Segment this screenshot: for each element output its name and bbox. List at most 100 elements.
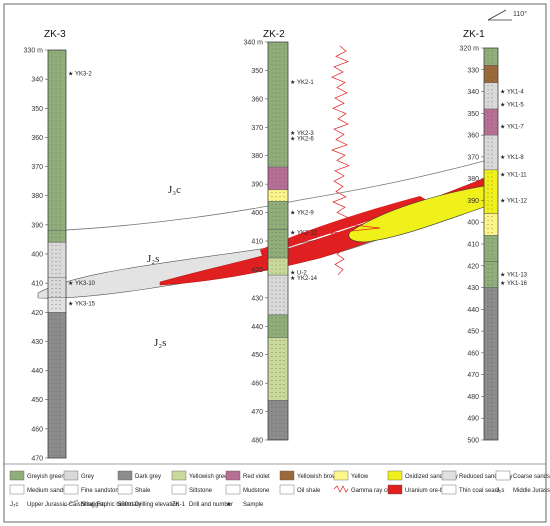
legend-label-yellowish-green: Yellowish green: [189, 474, 231, 480]
sample-star: ★: [290, 269, 295, 276]
sample-label: YK1-16: [507, 281, 528, 287]
legend-swatch-greyish-green: [9, 470, 25, 481]
sample-label: YK1-7: [507, 124, 524, 130]
legend-swatch-medium: [9, 484, 25, 495]
legend-symbol-drill: ZK-1: [172, 502, 186, 508]
sample-label: YK2-14: [297, 276, 318, 282]
legend-swatch-oxidized: [387, 470, 403, 481]
depth-label: 470: [251, 409, 263, 416]
sample-label: YK1-12: [507, 198, 528, 204]
legend-label-yellowish-brown: Yellowish brown: [297, 474, 340, 480]
depth-label: 430: [467, 285, 479, 292]
legend-swatch-oil-shale: [279, 484, 295, 495]
sample-star: ★: [290, 130, 295, 137]
sample-star: ★: [290, 136, 295, 143]
depth-label: 490: [467, 416, 479, 423]
legend-swatch-grey: [63, 470, 79, 481]
depth-label: 420: [31, 310, 43, 317]
borehole-zk1: 320 m33034035036037038039040041042043044…: [460, 46, 528, 445]
sample-label: YK2-3: [297, 131, 314, 137]
borehole-zk3: 330 m34035036037038039040041042043044045…: [24, 48, 96, 463]
legend-label-elev: Drilling elevation: [135, 502, 179, 508]
sample-star: ★: [500, 123, 505, 130]
sample-star: ★: [290, 275, 295, 282]
sample-star: ★: [500, 171, 505, 178]
legend-swatch-shale: [117, 484, 133, 495]
legend-label-coal: Thin coal seam: [459, 488, 500, 494]
legend-symbol-j3c: J₃c: [10, 502, 18, 508]
depth-label: 370: [31, 164, 43, 171]
legend-swatch-reduced: [441, 470, 457, 481]
depth-label: 470: [467, 372, 479, 379]
legend-swatch-yellowish-brown: [279, 470, 295, 481]
borehole-title-zk1: ZK-1: [463, 29, 485, 40]
legend-label-red-violet: Red violet: [243, 474, 270, 480]
depth-label: 450: [467, 329, 479, 336]
legend-swatch-siltstone: [171, 484, 187, 495]
legend-label-medium: Medium sandstone: [27, 488, 78, 494]
legend-label-oxidized: Oxidized sand body: [405, 474, 458, 480]
legend-symbol-j2s: J₂s: [496, 488, 504, 494]
sample-label: YK2-6: [297, 137, 314, 143]
depth-label: 430: [251, 295, 263, 302]
sample-label: YK3-15: [75, 302, 96, 308]
layer-yellow: [267, 189, 289, 202]
sample-star: ★: [290, 79, 295, 86]
layer-oxidized: [483, 169, 499, 214]
depth-label: 410: [467, 242, 479, 249]
depth-label: 390: [251, 182, 263, 189]
depth-label: 470: [31, 456, 43, 463]
depth-label: 420: [467, 263, 479, 270]
depth-label: 400: [251, 210, 263, 217]
layer-greyish-green: [267, 314, 289, 338]
sample-label: YK3-10: [75, 281, 96, 287]
uranium-ore-lens: [260, 196, 430, 256]
depth-label: 430: [31, 339, 43, 346]
legend-label-sample: Sample: [243, 502, 264, 508]
legend-swatch-mudstone: [225, 484, 241, 495]
sample-star: ★: [68, 301, 73, 308]
sample-label: YK2-12: [297, 230, 318, 236]
depth-label: 460: [467, 350, 479, 357]
depth-label: 390: [467, 198, 479, 205]
legend-label-oil-shale: Oil shale: [297, 488, 321, 494]
legend-label-siltstone: Siltstone: [189, 488, 213, 494]
depth-label: 400: [467, 220, 479, 227]
oxidized-sand-body: [348, 184, 491, 243]
layer-greyish-green: [267, 41, 289, 168]
depth-label: 450: [31, 397, 43, 404]
depth-label: 500: [467, 438, 479, 445]
depth-label: 370: [251, 125, 263, 132]
layer-yellowish-green: [267, 257, 289, 276]
sample-label: YK2-9: [297, 211, 314, 217]
layer-greyish-green: [267, 229, 289, 259]
depth-label: 440: [467, 307, 479, 314]
sample-star: ★: [290, 229, 295, 236]
depth-label: 480: [467, 394, 479, 401]
legend-label-dark-grey: Dark grey: [135, 474, 161, 480]
azimuth-label: 110°: [513, 10, 527, 18]
formation-label-j2s-top: J₂s: [147, 253, 159, 265]
sample-label: YK2-1: [297, 80, 314, 86]
legend-swatch-fine: [63, 484, 79, 495]
depth-label: 350: [31, 106, 43, 113]
legend-swatch-coal: [441, 484, 457, 495]
formation-label-j2s-bottom: J₂s: [154, 337, 166, 349]
depth-label: 340: [467, 89, 479, 96]
sample-star: ★: [500, 197, 505, 204]
sample-star: ★: [68, 280, 73, 287]
depth-label: 380: [251, 153, 263, 160]
legend-label-grey: Grey: [81, 474, 94, 480]
depth-label: 380: [31, 193, 43, 200]
depth-label: 390: [31, 222, 43, 229]
figure-frame: [3, 3, 547, 523]
layer-greyish-green: [483, 235, 499, 262]
stratigraphic-boundary: [47, 159, 489, 232]
legend-swatch-yellow: [333, 470, 349, 481]
legend-swatch-uranium: [387, 484, 403, 495]
depth-label: 460: [251, 381, 263, 388]
depth-label: 450: [251, 352, 263, 359]
layer-yellowish-brown: [483, 65, 499, 84]
sample-label: YK3-2: [75, 71, 92, 77]
legend-swatch-yellowish-green: [171, 470, 187, 481]
